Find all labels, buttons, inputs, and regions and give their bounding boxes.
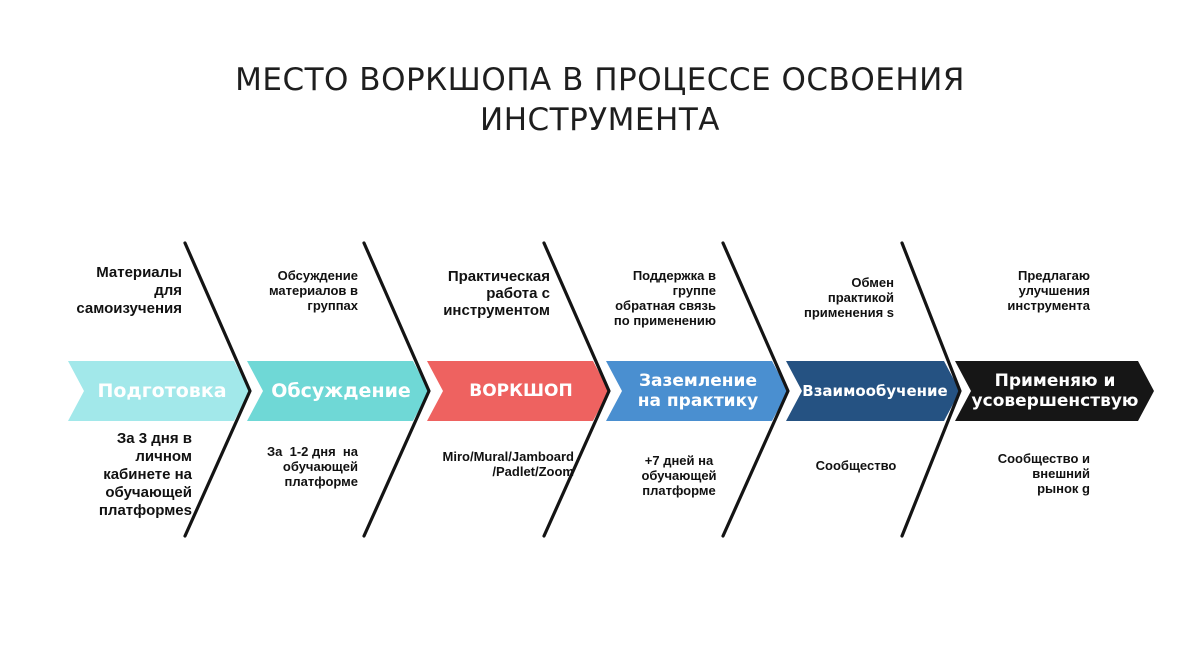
- stage-5-chevron: [786, 361, 960, 421]
- stage-1-top-text: Материалы для самоизучения: [76, 264, 182, 317]
- page-title-line-1: МЕСТО ВОРКШОПА В ПРОЦЕССЕ ОСВОЕНИЯ: [235, 62, 965, 98]
- stage-5-top-text: Обмен практикой применения s: [804, 275, 894, 320]
- stage-2-chevron: [247, 361, 429, 421]
- divider-line-5: [900, 241, 962, 538]
- stage-6-label: Применяю и усовершенствую: [971, 371, 1139, 411]
- stage-1-chevron: [68, 361, 250, 421]
- stage-5-bottom-text: Сообщество: [815, 458, 897, 473]
- stage-2-bottom-text: За 1-2 дня на обучающей платформе: [267, 444, 358, 489]
- stage-4-top-text: Поддержка в группе обратная связь по при…: [613, 268, 716, 328]
- stage-1-bottom-text: За 3 дня в личном кабинете на обучающей …: [98, 430, 192, 519]
- stage-4-chevron: [606, 361, 788, 421]
- divider-line-1: [183, 241, 252, 538]
- stage-5-label: Взаимообучение: [802, 382, 948, 400]
- stage-6-chevron: [955, 361, 1154, 421]
- stage-2-label: Обсуждение: [271, 380, 411, 402]
- stage-1-label: Подготовка: [97, 380, 227, 402]
- stage-4-label: Заземление на практику: [637, 371, 759, 411]
- divider-line-2: [362, 241, 431, 538]
- page-title: МЕСТО ВОРКШОПА В ПРОЦЕССЕ ОСВОЕНИЯ ИНСТР…: [0, 60, 1200, 140]
- page-title-line-2: ИНСТРУМЕНТА: [480, 102, 720, 138]
- stage-2-top-text: Обсуждение материалов в группах: [268, 268, 358, 313]
- stage-6-top-text: Предлагаю улучшения инструмента: [1007, 268, 1090, 313]
- stage-3-label: ВОРКШОП: [469, 381, 573, 401]
- divider-line-4: [721, 241, 790, 538]
- stage-3-chevron: [427, 361, 609, 421]
- stage-4-bottom-text: +7 дней на обучающей платформе: [641, 453, 717, 498]
- stage-3-bottom-text: Miro/Mural/Jamboard /Padlet/Zoom: [442, 449, 574, 479]
- divider-line-3: [542, 241, 611, 538]
- stage-6-bottom-text: Сообщество и внешний рынок g: [997, 451, 1090, 496]
- stage-3-top-text: Практическая работа с инструментом: [443, 268, 550, 319]
